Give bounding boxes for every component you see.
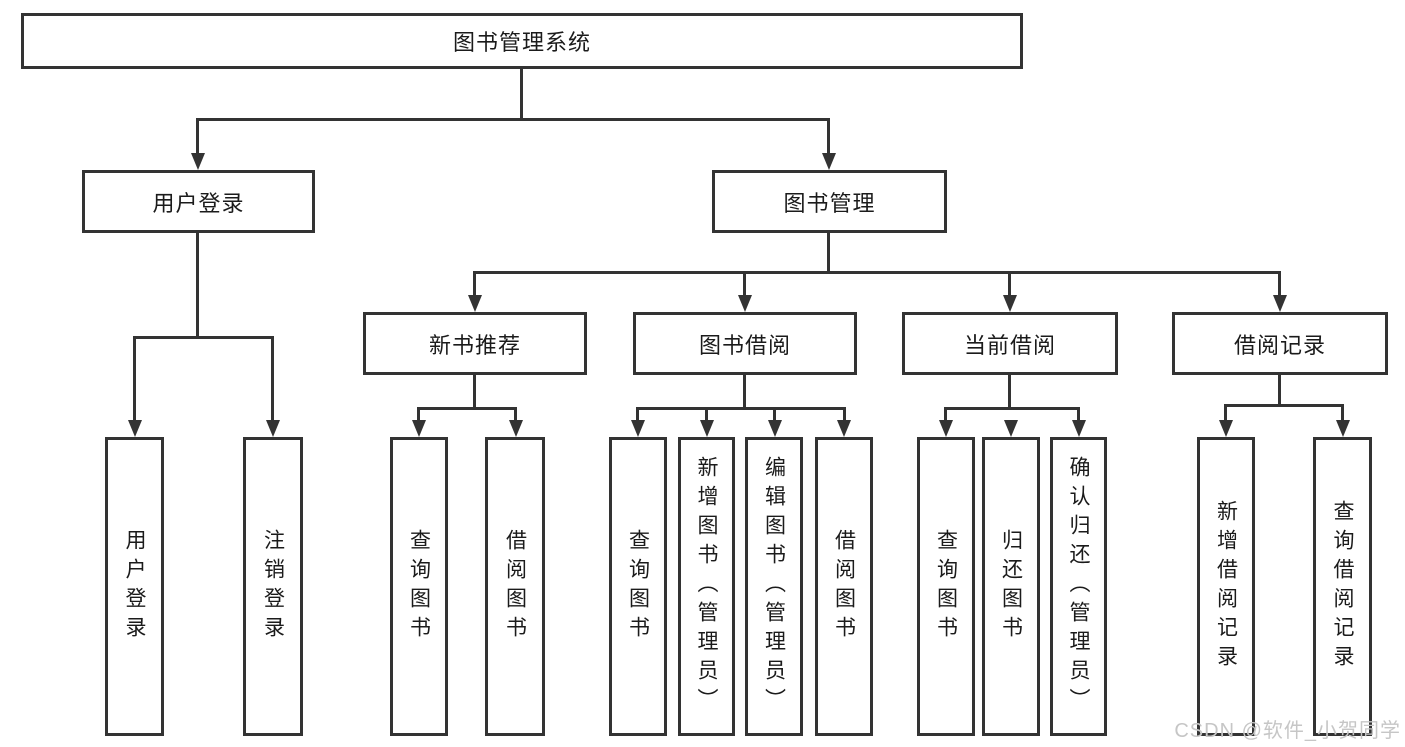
arrow-down-icon — [939, 420, 953, 437]
arrow-down-icon — [1336, 420, 1350, 437]
connector-segment — [196, 118, 199, 156]
leaf-query-borrow-record: 查询借阅记录 — [1313, 437, 1372, 736]
arrow-down-icon — [509, 420, 523, 437]
connector-segment — [705, 407, 708, 422]
connector-segment — [196, 233, 199, 336]
arrow-down-icon — [266, 420, 280, 437]
node-root: 图书管理系统 — [21, 13, 1023, 69]
leaf-return-books: 归还图书 — [982, 437, 1040, 736]
arrow-down-icon — [128, 420, 142, 437]
node-user-login: 用户登录 — [82, 170, 315, 233]
arrow-down-icon — [468, 295, 482, 312]
connector-segment — [514, 407, 517, 422]
connector-segment — [843, 407, 846, 422]
leaf-query-books-current: 查询图书 — [917, 437, 975, 736]
arrow-down-icon — [1072, 420, 1086, 437]
arrow-down-icon — [412, 420, 426, 437]
node-new-book-recommend: 新书推荐 — [363, 312, 587, 375]
connector-segment — [1224, 404, 1344, 407]
connector-segment — [417, 407, 420, 422]
arrow-down-icon — [191, 153, 205, 170]
leaf-query-books-recommend: 查询图书 — [390, 437, 448, 736]
arrow-down-icon — [1273, 295, 1287, 312]
arrow-down-icon — [1004, 420, 1018, 437]
node-book-borrow: 图书借阅 — [633, 312, 857, 375]
connector-segment — [743, 271, 746, 298]
connector-segment — [1008, 271, 1011, 298]
connector-segment — [520, 69, 523, 118]
leaf-borrow-books-recommend: 借阅图书 — [485, 437, 545, 736]
arrow-down-icon — [1003, 295, 1017, 312]
connector-segment — [1278, 271, 1281, 298]
connector-segment — [944, 407, 947, 422]
leaf-query-books-borrow: 查询图书 — [609, 437, 667, 736]
arrow-down-icon — [700, 420, 714, 437]
leaf-edit-books-admin: 编辑图书（管理员） — [745, 437, 803, 736]
leaf-borrow-books: 借阅图书 — [815, 437, 873, 736]
leaf-confirm-return-admin: 确认归还（管理员） — [1050, 437, 1107, 736]
connector-segment — [1341, 404, 1344, 422]
connector-segment — [271, 336, 274, 422]
connector-segment — [827, 118, 830, 156]
watermark: CSDN @软件_小贺同学 — [1174, 720, 1401, 742]
connector-segment — [773, 407, 776, 422]
connector-segment — [133, 336, 273, 339]
connector-segment — [1008, 375, 1011, 410]
connector-segment — [944, 407, 1079, 410]
arrow-down-icon — [738, 295, 752, 312]
node-current-borrow: 当前借阅 — [902, 312, 1118, 375]
arrow-down-icon — [822, 153, 836, 170]
connector-segment — [1077, 407, 1080, 422]
leaf-add-books-admin: 新增图书（管理员） — [678, 437, 735, 736]
connector-segment — [473, 271, 476, 298]
connector-segment — [473, 271, 1281, 274]
connector-segment — [196, 118, 830, 121]
arrow-down-icon — [768, 420, 782, 437]
connector-segment — [473, 375, 476, 410]
node-borrow-records: 借阅记录 — [1172, 312, 1388, 375]
connector-segment — [636, 407, 846, 410]
connector-segment — [133, 336, 136, 422]
connector-segment — [743, 375, 746, 410]
arrow-down-icon — [1219, 420, 1233, 437]
arrow-down-icon — [837, 420, 851, 437]
leaf-logout: 注销登录 — [243, 437, 303, 736]
connector-segment — [827, 233, 830, 274]
connector-segment — [417, 407, 517, 410]
leaf-add-borrow-record: 新增借阅记录 — [1197, 437, 1255, 736]
arrow-down-icon — [631, 420, 645, 437]
connector-segment — [1278, 375, 1281, 407]
node-book-management: 图书管理 — [712, 170, 947, 233]
leaf-user-login: 用户登录 — [105, 437, 164, 736]
connector-segment — [1224, 404, 1227, 422]
connector-segment — [636, 407, 639, 422]
